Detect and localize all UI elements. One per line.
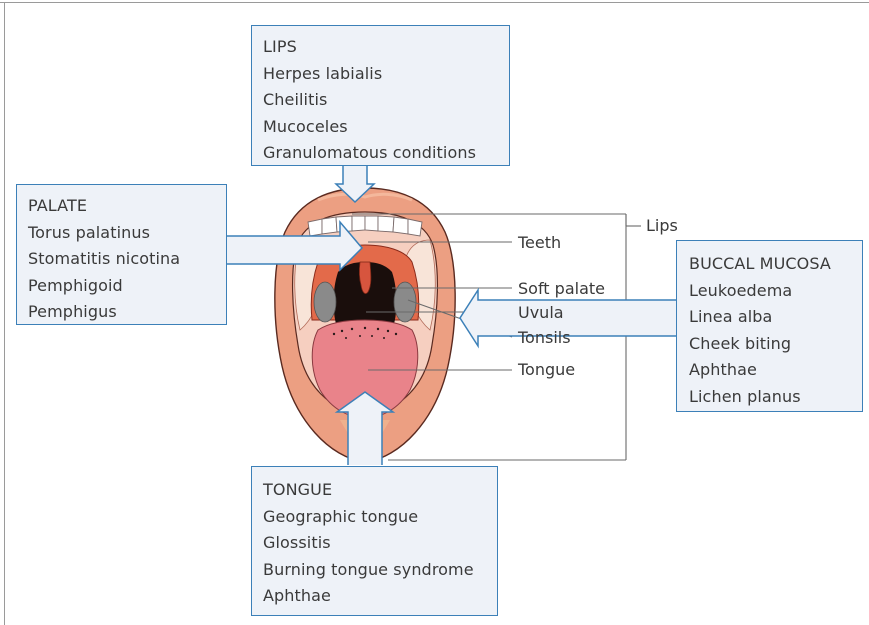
palate-conditions-list: Torus palatinus Stomatitis nicotina Pemp… — [28, 220, 215, 326]
lips-box: LIPS Herpes labialis Cheilitis Mucoceles… — [251, 25, 510, 166]
list-item: Pemphigus — [28, 299, 215, 326]
palate-box-title: PALATE — [28, 193, 215, 220]
list-item: Leukoedema — [689, 278, 850, 305]
lips-box-title: LIPS — [263, 34, 498, 61]
list-item: Pemphigoid — [28, 273, 215, 300]
list-item: Linea alba — [689, 304, 850, 331]
palate-box: PALATE Torus palatinus Stomatitis nicoti… — [16, 184, 227, 325]
tongue-box: TONGUE Geographic tongue Glossitis Burni… — [251, 466, 498, 616]
tongue-conditions-list: Geographic tongue Glossitis Burning tong… — [263, 504, 486, 610]
list-item: Mucoceles — [263, 114, 498, 141]
list-item: Burning tongue syndrome — [263, 557, 486, 584]
lips-conditions-list: Herpes labialis Cheilitis Mucoceles Gran… — [263, 61, 498, 167]
list-item: Aphthae — [689, 357, 850, 384]
label-tongue: Tongue — [518, 361, 575, 379]
buccal-conditions-list: Leukoedema Linea alba Cheek biting Aphth… — [689, 278, 850, 411]
list-item: Cheilitis — [263, 87, 498, 114]
label-tonsils: Tonsils — [518, 329, 571, 347]
label-soft-palate: Soft palate — [518, 280, 605, 298]
list-item: Glossitis — [263, 530, 486, 557]
list-item: Granulomatous conditions — [263, 140, 498, 167]
label-lips: Lips — [646, 217, 678, 235]
list-item: Lichen planus — [689, 384, 850, 411]
tongue-box-title: TONGUE — [263, 477, 486, 504]
list-item: Herpes labialis — [263, 61, 498, 88]
list-item: Cheek biting — [689, 331, 850, 358]
list-item: Aphthae — [263, 583, 486, 610]
buccal-box-title: BUCCAL MUCOSA — [689, 251, 850, 278]
buccal-mucosa-box: BUCCAL MUCOSA Leukoedema Linea alba Chee… — [676, 240, 863, 412]
list-item: Torus palatinus — [28, 220, 215, 247]
left-tonsil — [314, 282, 336, 322]
label-uvula: Uvula — [518, 304, 564, 322]
list-item: Stomatitis nicotina — [28, 246, 215, 273]
list-item: Geographic tongue — [263, 504, 486, 531]
label-teeth: Teeth — [518, 234, 561, 252]
